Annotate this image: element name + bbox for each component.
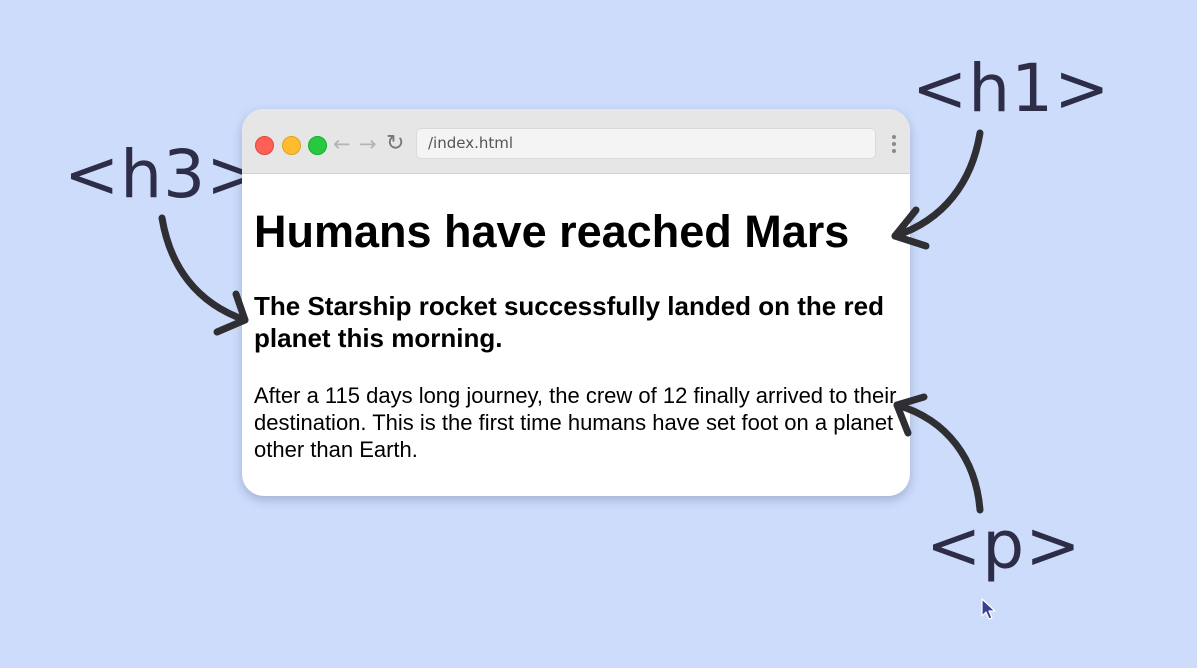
forward-arrow-icon[interactable]: → <box>359 132 377 156</box>
address-bar[interactable]: /index.html <box>416 128 876 159</box>
zoom-light-icon[interactable] <box>308 136 327 155</box>
h3-tag-label: <h3> <box>64 136 263 213</box>
h1-arrow-icon <box>891 129 984 240</box>
page-heading-h1: Humans have reached Mars <box>254 206 850 257</box>
kebab-menu-icon[interactable] <box>891 135 897 155</box>
page-heading-h3: The Starship rocket successfully landed … <box>254 291 884 353</box>
p-tag-label: <p> <box>926 507 1082 584</box>
browser-toolbar: ← → ↻ /index.html <box>242 109 910 174</box>
back-arrow-icon[interactable]: ← <box>333 132 351 156</box>
page-paragraph: After a 115 days long journey, the crew … <box>254 383 897 462</box>
h3-arrowhead-icon <box>213 290 249 336</box>
p-arrow-icon <box>893 401 984 514</box>
p-arrowhead-icon <box>893 393 928 437</box>
h1-arrowhead-icon <box>891 206 930 250</box>
mouse-cursor-icon <box>981 598 996 620</box>
minimize-light-icon[interactable] <box>282 136 301 155</box>
reload-icon[interactable]: ↻ <box>386 131 405 156</box>
close-light-icon[interactable] <box>255 136 274 155</box>
h1-tag-label: <h1> <box>912 50 1111 127</box>
browser-window: ← → ↻ /index.html Humans have reached Ma… <box>242 109 910 496</box>
h3-arrow-icon <box>158 214 249 324</box>
